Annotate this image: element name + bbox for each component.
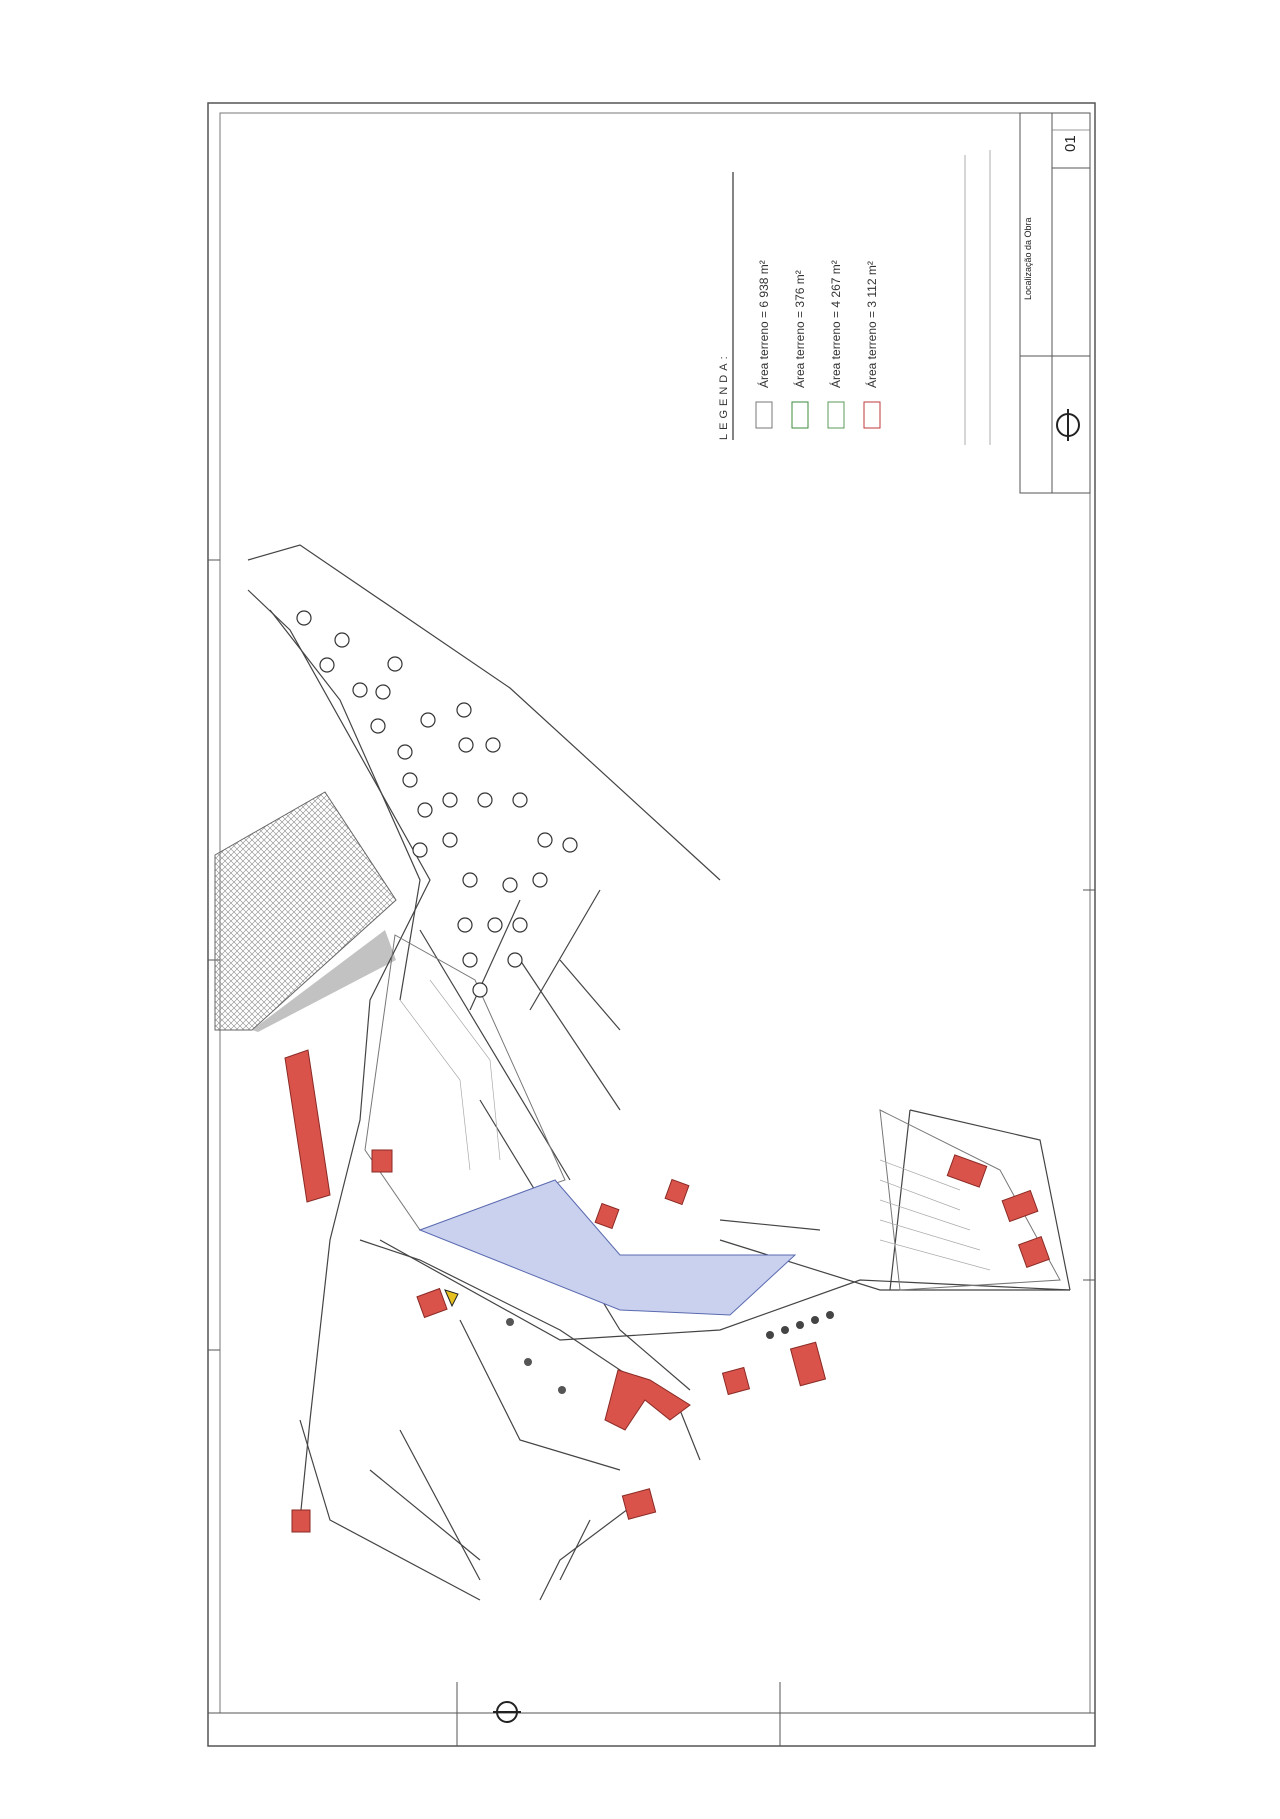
building-small-5 — [721, 1366, 751, 1396]
hatched-area-dark — [252, 930, 396, 1032]
title-block — [1019, 112, 1091, 494]
sheet-number: 01 — [1062, 135, 1079, 152]
small-structures — [506, 1318, 566, 1394]
legend-item-4: Área terreno = 3 112 m² — [865, 261, 879, 388]
buildings — [284, 1049, 1051, 1533]
building-small-6 — [789, 1341, 827, 1387]
legend-item-2-value: 376 m² — [793, 270, 807, 308]
bottom-logo-icon — [493, 1701, 521, 1723]
building-right-3 — [1017, 1235, 1051, 1269]
building-small-7 — [621, 1488, 657, 1520]
legend-title: LEGENDA: — [718, 352, 730, 440]
legend-item-4-label: Área terreno = — [865, 310, 879, 388]
outer-frame — [207, 102, 1096, 1747]
building-small-3 — [664, 1178, 690, 1206]
building-small-1 — [371, 1149, 393, 1173]
plot-area-right — [879, 1109, 1061, 1291]
road-network — [247, 544, 1071, 1601]
title-block-logo-icon — [1056, 409, 1080, 441]
legend-item-3-label: Área terreno = — [829, 310, 843, 388]
shrub-row — [766, 1311, 834, 1339]
building-small-2 — [594, 1202, 620, 1230]
legend-item-1-value: 6 938 m² — [757, 260, 771, 308]
legend-swatches — [755, 401, 881, 429]
building-right-1 — [946, 1154, 988, 1188]
building-small-4 — [416, 1287, 448, 1319]
tree-markers — [296, 610, 578, 998]
legend-item-1-label: Área terreno = — [757, 310, 771, 388]
hatched-area — [214, 791, 397, 1031]
legend-item-2: Área terreno = 376 m² — [793, 270, 807, 388]
legend-item-1: Área terreno = 6 938 m² — [757, 260, 771, 388]
building-small-8 — [291, 1509, 311, 1533]
building-long — [284, 1049, 331, 1203]
building-right-2 — [1001, 1189, 1039, 1223]
legend-item-3-value: 4 267 m² — [829, 260, 843, 308]
plot-area-grey — [364, 934, 566, 1231]
frame-ticks — [208, 559, 1095, 1351]
contour-lines — [399, 979, 991, 1271]
legend-item-3: Área terreno = 4 267 m² — [829, 260, 843, 388]
title-block-title: Localização da Obra — [1023, 217, 1033, 300]
highlight-plot — [418, 1179, 797, 1316]
legend-item-2-label: Área terreno = — [793, 310, 807, 388]
legend-item-4-value: 3 112 m² — [865, 261, 879, 308]
yellow-marker — [444, 1289, 459, 1308]
building-l-shape — [604, 1369, 691, 1431]
